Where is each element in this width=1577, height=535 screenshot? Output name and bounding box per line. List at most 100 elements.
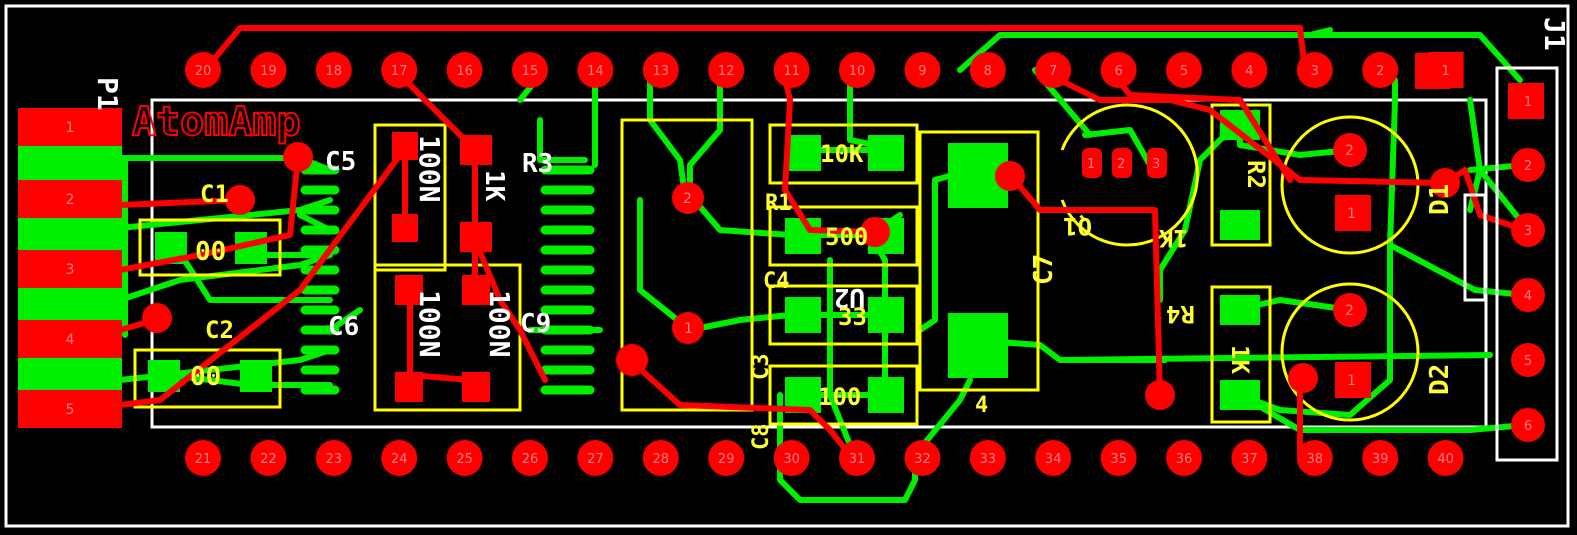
header-top-pad-number: 1: [1441, 64, 1449, 79]
c5-label: C5: [325, 147, 356, 177]
led1-pin-2: 2: [1345, 143, 1354, 159]
header-top-pad-number: 6: [1114, 64, 1122, 79]
header-top-pad-shape: [185, 52, 221, 88]
r-33-value: 33: [838, 303, 867, 331]
j1-outline: [1495, 66, 1559, 462]
header-bottom-pad-number: 37: [1241, 452, 1258, 467]
header-bottom-pad-number: 32: [914, 452, 931, 467]
p1-label: P1: [91, 77, 124, 111]
header-bottom-pad-number: 22: [260, 452, 277, 467]
header-bottom-pad-shape: [1166, 440, 1202, 476]
p1-pin-number: 3: [66, 262, 75, 278]
header-bottom-pad-shape: [250, 440, 287, 476]
header-top-pad-shape: [512, 52, 548, 88]
header-top-pad-9: 9: [904, 52, 941, 88]
header-top-pad-20: 20: [185, 52, 221, 88]
header-top-pad-shape: [708, 52, 745, 88]
c6-value: 100N: [413, 290, 446, 357]
c5-value: 100N: [413, 135, 446, 202]
c8-label: C8: [749, 424, 774, 451]
header-top-pad-shape: [1035, 52, 1072, 88]
header-top-pad-1: 1: [1427, 52, 1464, 88]
header-bottom-pad-shape: [446, 440, 483, 476]
r4-value: 1K: [1226, 345, 1254, 374]
header-top-pad-10: 10: [839, 52, 875, 88]
header-top-pad-6: 6: [1100, 52, 1137, 88]
header-top-pad-2: 2: [1362, 52, 1399, 88]
header-top-pad-shape: [381, 52, 418, 88]
header-top-pad-number: 14: [587, 64, 604, 79]
header-top-pad-shape: [969, 52, 1006, 88]
led2-pin-2: 2: [1345, 303, 1354, 319]
d1-outline: [1463, 193, 1487, 302]
header-bottom-pad-39: 39: [1362, 440, 1399, 476]
header-top-pad-13: 13: [642, 52, 679, 88]
board-title: AtomAmp: [132, 99, 301, 145]
header-top-pad-number: 17: [391, 64, 408, 79]
header-bottom-pad-32: 32: [904, 440, 941, 476]
led2-pin-1: 1: [1347, 373, 1356, 389]
header-bottom-pad-number: 31: [849, 452, 866, 467]
header-top-pad-number: 9: [918, 64, 926, 79]
c1-value: 00: [195, 237, 226, 267]
c4-label: C4: [763, 269, 790, 294]
r3-label: R3: [522, 149, 553, 179]
header-bottom-pad-21: 21: [185, 440, 221, 476]
r4-label: R4: [1166, 300, 1195, 328]
header-bottom-pad-33: 33: [969, 440, 1006, 476]
header-top-pad-number: 4: [1245, 64, 1253, 79]
header-top-pad-number: 18: [326, 64, 343, 79]
header-top-pad-7: 7: [1035, 52, 1072, 88]
header-top-pad-15: 15: [512, 52, 548, 88]
header-bottom-pad-number: 30: [783, 452, 800, 467]
header-top-pad-number: 20: [195, 64, 212, 79]
header-bottom-pad-38: 38: [1296, 440, 1333, 476]
header-bottom-pad-number: 25: [456, 452, 473, 467]
header-bottom-pad-shape: [185, 440, 221, 476]
j1-pin-number: 4: [1524, 289, 1532, 304]
header-top-pad-shape: [642, 52, 679, 88]
header-bottom-pad-22: 22: [250, 440, 287, 476]
u1-pads: [300, 165, 595, 395]
header-bottom-pad-number: 27: [587, 452, 604, 467]
header-bottom-pad-shape: [773, 440, 810, 476]
header-top-pad-19: 19: [250, 52, 287, 88]
header-top-pad-14: 14: [577, 52, 614, 88]
header-bottom-pad-number: 21: [195, 452, 212, 467]
header-top-pad-shape: [1427, 52, 1464, 88]
header-bottom-pad-shape: [969, 440, 1006, 476]
c2-value: 00: [190, 362, 221, 392]
header-top-pad-number: 11: [783, 64, 800, 79]
r1-value: 10K: [820, 140, 864, 168]
header-bottom-pad-number: 33: [980, 452, 997, 467]
header-top-pad-8: 8: [969, 52, 1006, 88]
j1-pin-number: 6: [1524, 419, 1532, 434]
header-top-pad-number: 2: [1376, 64, 1384, 79]
header-top-pad-18: 18: [315, 52, 352, 88]
header-bottom-pad-number: 39: [1372, 452, 1389, 467]
r2-label: R2: [1242, 160, 1270, 189]
header-bottom-pad-shape: [642, 440, 679, 476]
header-bottom-pad-shape: [577, 440, 614, 476]
j1-pin-number: 3: [1524, 224, 1532, 239]
header-top-pad-number: 10: [849, 64, 866, 79]
pot-pin-2: 2: [683, 191, 692, 207]
header-bottom-pad-number: 35: [1110, 452, 1127, 467]
header-bottom-pad-23: 23: [315, 440, 352, 476]
header-bottom-pad-27: 27: [577, 440, 614, 476]
header-top-pad-4: 4: [1231, 52, 1268, 88]
header-bottom-pad-shape: [315, 440, 352, 476]
p1-pin-number: 2: [66, 192, 75, 208]
vias: [142, 133, 1545, 442]
c-100-value: 100: [818, 383, 861, 411]
q-pin-1: 1: [1087, 157, 1095, 172]
header-top-pad-12: 12: [708, 52, 745, 88]
u2-label: U2: [834, 282, 865, 312]
led1-pin-1: 1: [1347, 206, 1356, 222]
q-pin-2: 2: [1117, 157, 1125, 172]
header-bottom-pad-number: 26: [522, 452, 539, 467]
